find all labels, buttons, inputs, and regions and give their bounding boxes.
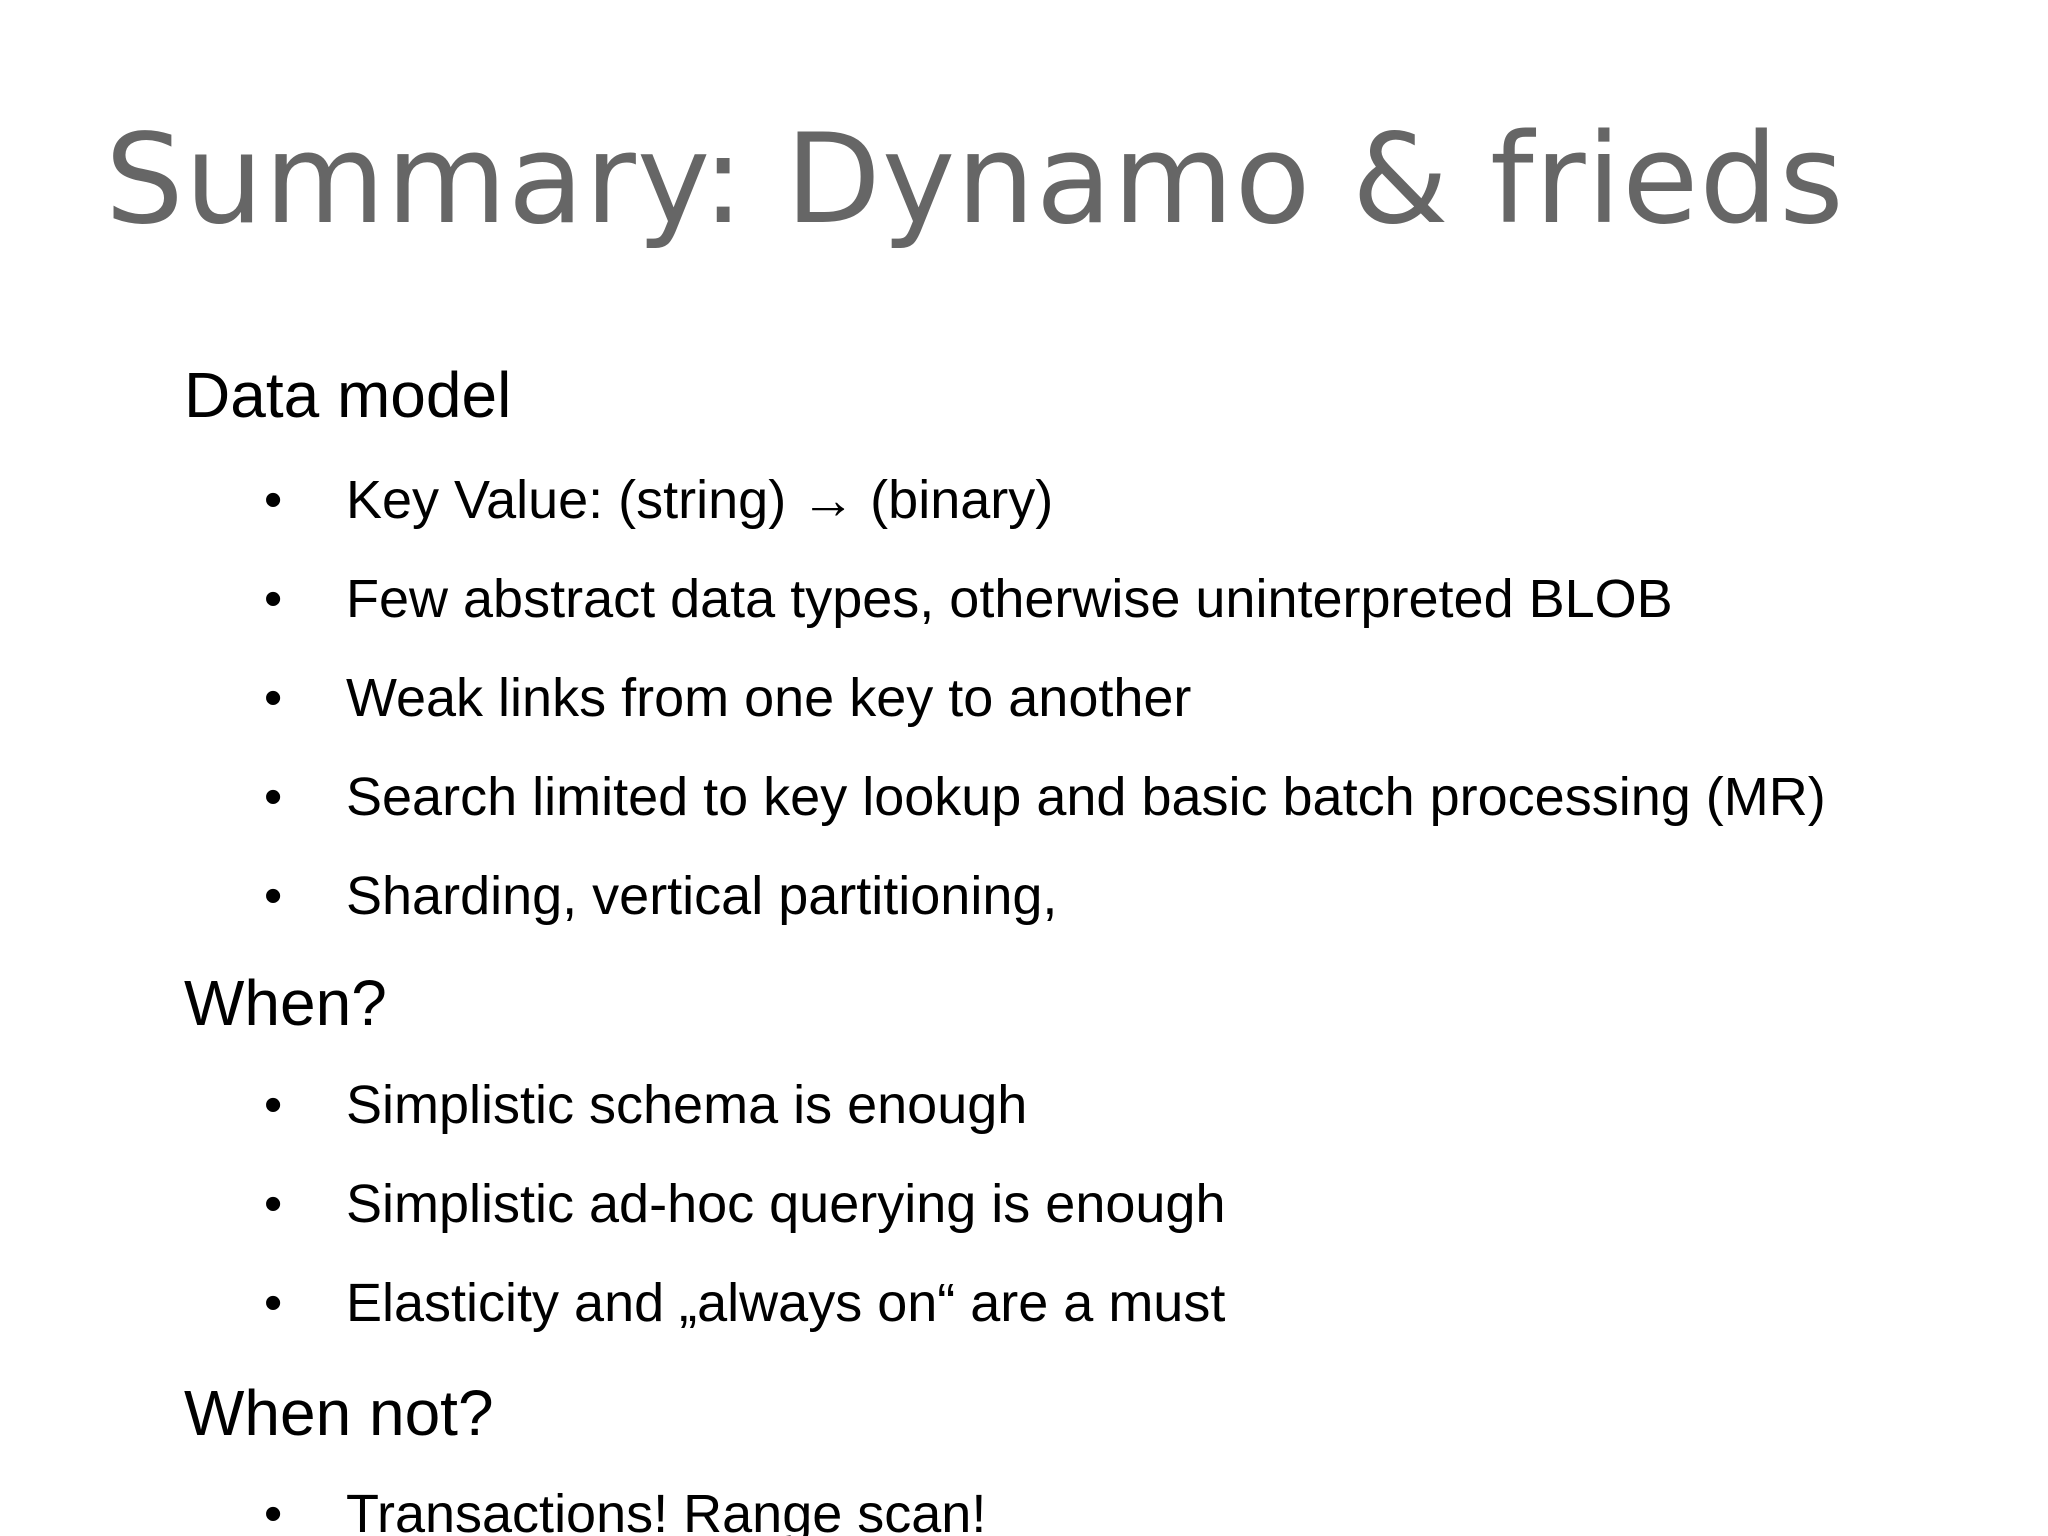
section-heading-data-model: Data model [184,359,512,431]
list-item-text: Simplistic ad-hoc querying is enough [346,1174,1226,1234]
list-item-text: Elasticity and „always on“ are a must [346,1273,1226,1333]
bullet-icon: • [264,867,283,925]
bullet-icon: • [264,669,283,727]
list-item-text: Sharding, vertical partitioning, [346,866,1058,926]
list-item-text: Weak links from one key to another [346,668,1192,728]
bullet-icon: • [264,570,283,628]
slide-title: Summary: Dynamo & frieds [105,108,1845,252]
list-item-text: Simplistic schema is enough [346,1075,1028,1135]
bullet-icon: • [264,471,283,529]
list-item-text: Few abstract data types, otherwise unint… [346,569,1673,629]
list-item-text: Transactions! Range scan! [346,1484,987,1536]
bullet-icon: • [264,1076,283,1134]
section-heading-when-not: When not? [184,1377,494,1449]
bullet-icon: • [264,1274,283,1332]
bullet-icon: • [264,1485,283,1536]
bullet-icon: • [264,1175,283,1233]
section-heading-when: When? [184,967,387,1039]
list-item-text: Key Value: (string) → (binary) [346,470,1054,530]
bullet-icon: • [264,768,283,826]
list-item-text: Search limited to key lookup and basic b… [346,767,1826,827]
